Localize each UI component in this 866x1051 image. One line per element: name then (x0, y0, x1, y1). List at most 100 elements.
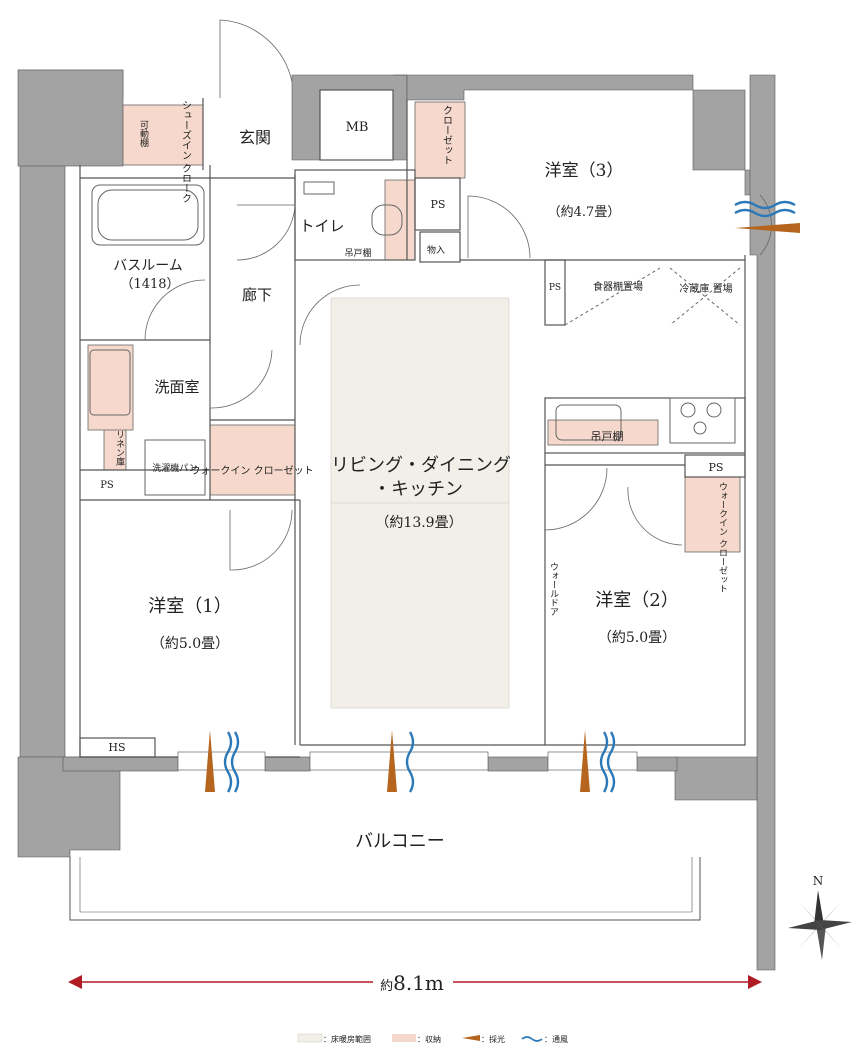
label-western2: 洋室（2） (595, 590, 678, 611)
label-ps-3: PS (709, 461, 724, 474)
legend-swatch-storage (392, 1034, 416, 1042)
label-ps-1: PS (431, 198, 446, 211)
ventilation-icon (230, 731, 240, 793)
legend-daylight: ：採光 (481, 1034, 505, 1044)
label-fridge: 冷蔵庫 置場 (679, 282, 732, 295)
ventilation-icon (405, 731, 415, 793)
dish-shelf-x (564, 267, 661, 326)
label-entrance: 玄関 (239, 128, 271, 147)
compass-needle-south (816, 925, 826, 960)
ventilation-markers (223, 200, 796, 793)
label-hallway: 廊下 (242, 286, 272, 304)
door-swings (144, 19, 772, 571)
washer-pan (144, 439, 206, 496)
label-ldk: リビング・ダイニング (331, 455, 511, 476)
compass-needle-se (817, 922, 842, 949)
compass: N (788, 874, 852, 960)
dimension-label-bg (373, 968, 453, 996)
label-shoe-closet: シューズイン クローク (180, 100, 192, 203)
legend-swatch-floor-heating (297, 1033, 323, 1043)
label-bathroom-size: （1418） (120, 277, 179, 292)
legend-ventilation-icon (521, 1036, 543, 1042)
top-wall-right (393, 74, 756, 196)
legend: ：床暖房範囲 ：収納 ：採光 ：通風 (297, 1033, 568, 1044)
daylight-markers (205, 223, 800, 792)
door-walkin2 (627, 486, 683, 546)
stove-burner-3 (693, 421, 707, 435)
label-ps-2: PS (549, 283, 561, 293)
dimension-arrowhead-left (68, 975, 82, 989)
exterior-walls (17, 69, 776, 971)
storage-areas (87, 101, 741, 553)
label-toilet: トイレ (299, 217, 344, 235)
legend-ventilation: ：通風 (544, 1034, 568, 1044)
left-bottom-wall (17, 756, 121, 858)
compass-needle-west (788, 920, 820, 930)
kitchen-sink (555, 404, 622, 441)
label-dish-shelf: 食器棚置場 (593, 280, 643, 293)
interior-floor (330, 297, 510, 709)
window-room1 (177, 751, 266, 771)
dimension-arrowhead-right (748, 975, 762, 989)
ventilation-icon (606, 731, 616, 793)
label-western1: 洋室（1） (148, 596, 231, 617)
compass-north-label: N (813, 874, 824, 888)
right-wall (749, 74, 776, 971)
door-room3 (467, 195, 531, 259)
label-western3: 洋室（3） (545, 161, 624, 181)
ventilation-icon (734, 208, 796, 218)
bathtub (91, 184, 205, 246)
mb-room (319, 89, 394, 161)
kitchen-counter (544, 397, 746, 454)
label-walkin1: ウォークイン クローゼット (190, 465, 313, 477)
ventilation-icon (734, 200, 796, 210)
stove-burner-1 (680, 402, 696, 418)
balcony-outline (69, 857, 701, 921)
label-washer-pan: 洗濯機パン (152, 462, 197, 474)
label-western1-size: （約5.0畳） (151, 636, 229, 652)
daylight-icon (580, 730, 590, 792)
compass-needle-east (820, 920, 852, 930)
label-walkin2: ウォークイン クローゼット (717, 482, 728, 593)
daylight-icon (735, 223, 800, 233)
door-room2 (544, 467, 608, 531)
compass-needle-north (814, 890, 824, 925)
walkin-closet-1-area (209, 424, 296, 496)
fixtures (89, 181, 741, 496)
bottom-wall-segment-1 (62, 756, 179, 772)
legend-storage: ：収納 (417, 1034, 441, 1044)
stove (669, 397, 736, 444)
right-wall-step (674, 756, 758, 801)
window-ldk (309, 751, 489, 771)
label-mb: MB (346, 120, 369, 135)
bottom-wall-segment-3 (487, 756, 549, 772)
label-washroom: 洗面室 (154, 378, 199, 396)
label-toilet-shelf: 吊戸棚 (344, 247, 371, 259)
bottom-wall-segment-2 (264, 756, 311, 772)
toilet-bowl (371, 204, 403, 236)
label-western2-size: （約5.0畳） (598, 630, 676, 646)
daylight-icon (387, 730, 397, 792)
door-ldk (299, 284, 361, 346)
label-wall-door: ウォールドア (548, 562, 559, 616)
ventilation-icon (223, 731, 233, 793)
ps-box-3 (684, 454, 746, 478)
ventilation-icon (599, 731, 609, 793)
door-room1 (229, 509, 293, 571)
dimension-label: 約8.1m (380, 971, 444, 995)
ps-box-1 (414, 177, 461, 231)
shoe-closet-area (122, 104, 204, 166)
label-ldk-size: （約13.9畳） (375, 515, 462, 531)
stove-burner-2 (706, 402, 722, 418)
label-western3-size: （約4.7畳） (548, 205, 621, 220)
label-closet-3: クローゼット (441, 105, 453, 165)
top-wall-mid (291, 74, 408, 161)
dimension-line: 約8.1m (68, 968, 762, 996)
interior-walls (69, 89, 746, 921)
label-storage: 物入 (427, 244, 445, 256)
sink-counter (89, 349, 131, 416)
legend-floor-heating: ：床暖房範囲 (323, 1034, 371, 1044)
label-balcony: バルコニー (355, 831, 445, 852)
kitchen-hanging-shelf-area (547, 419, 659, 446)
